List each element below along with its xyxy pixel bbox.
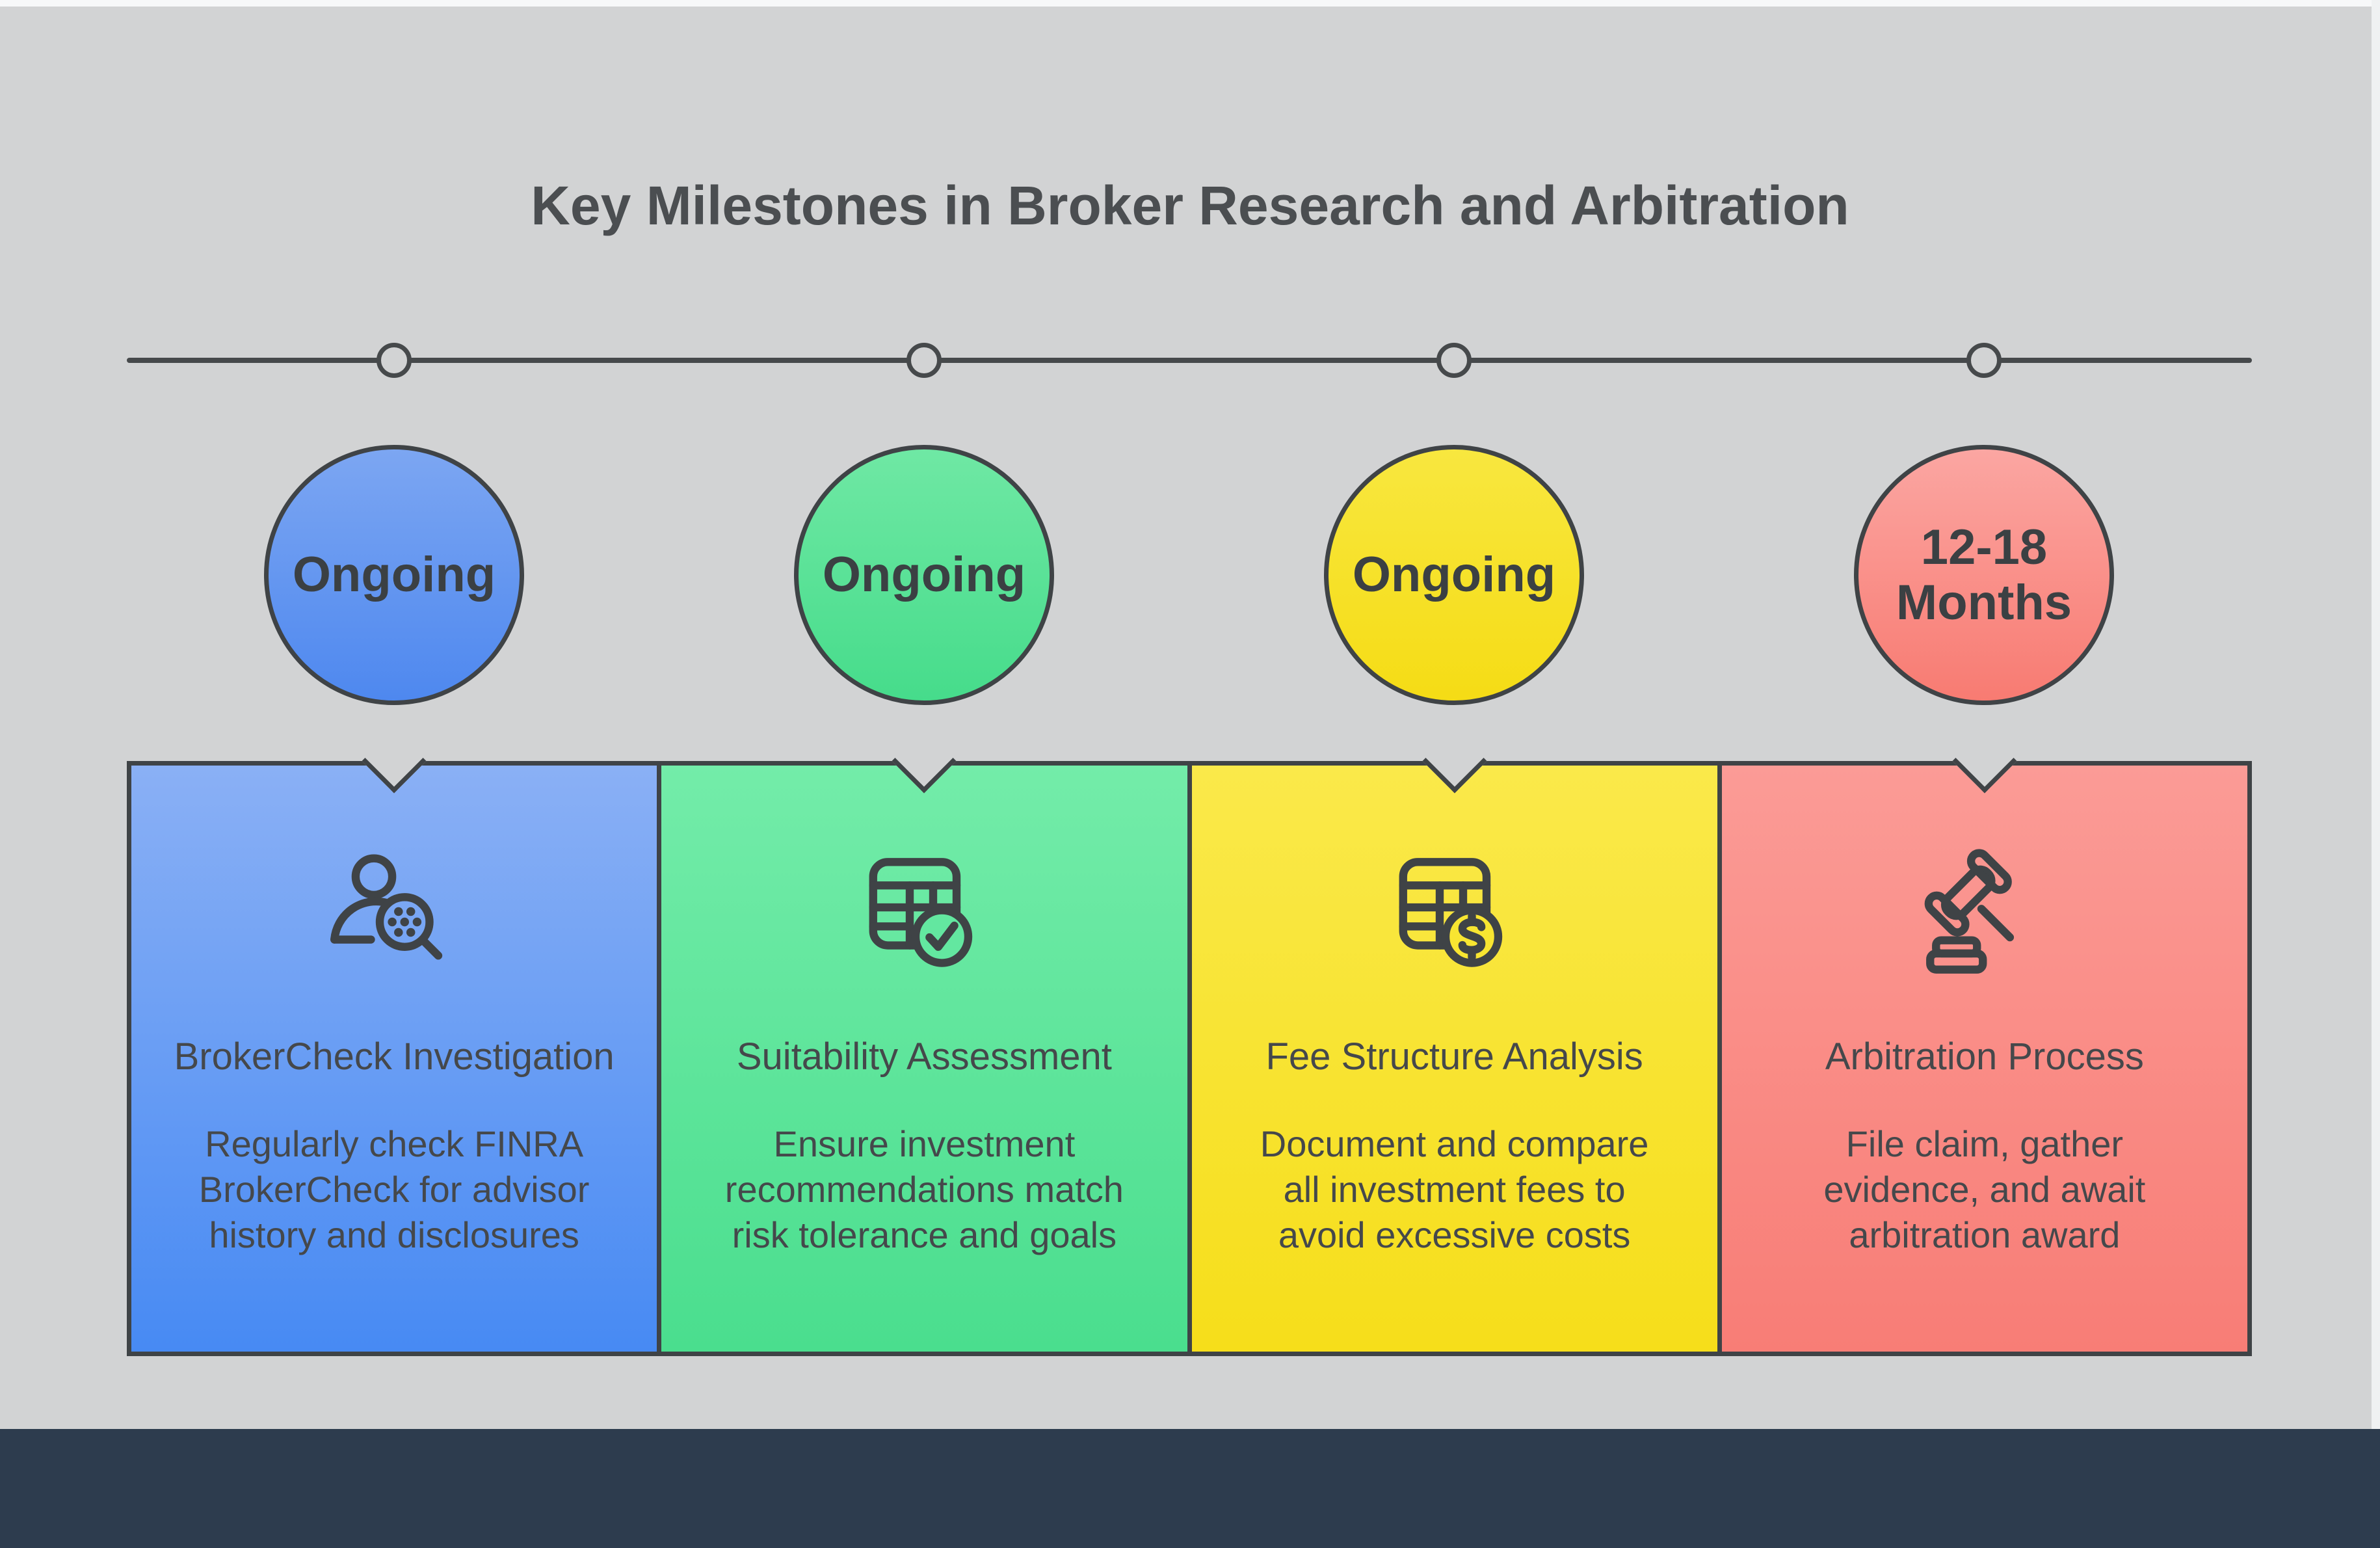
card-notch — [892, 728, 957, 794]
timeline-node-3 — [1436, 343, 1472, 378]
card-suitability-assessment: Suitability Assessment Ensure investment… — [661, 728, 1187, 1352]
timeline-node-1 — [377, 343, 412, 378]
footer-bar — [0, 1429, 2380, 1548]
duration-badge-suitability: Ongoing — [794, 445, 1054, 705]
duration-badge-arbitration: 12-18 Months — [1854, 445, 2114, 705]
card-description: Regularly check FINRA BrokerCheck for ad… — [198, 1123, 590, 1255]
card-title: Fee Structure Analysis — [1265, 1035, 1643, 1078]
duration-badge-fees: Ongoing — [1324, 445, 1584, 705]
right-edge-strip — [2372, 0, 2380, 1429]
card-notch — [1952, 728, 2017, 794]
card-brokercheck-investigation: BrokerCheck Investigation Regularly chec… — [131, 728, 657, 1352]
person-search-icon — [321, 849, 468, 995]
duration-badge-brokercheck: Ongoing — [264, 445, 524, 705]
card-title: BrokerCheck Investigation — [174, 1035, 615, 1078]
timeline-node-2 — [906, 343, 942, 378]
card-description: Document and compare all investment fees… — [1260, 1123, 1649, 1255]
milestone-cards: BrokerCheck Investigation Regularly chec… — [127, 728, 2252, 1356]
card-notch — [1422, 728, 1487, 794]
card-arbitration-process: Arbitration Process File claim, gather e… — [1721, 728, 2247, 1352]
top-edge-strip — [0, 0, 2380, 7]
card-description: File claim, gather evidence, and await a… — [1823, 1123, 2146, 1255]
table-check-icon — [851, 849, 998, 995]
timeline-node-4 — [1966, 343, 2002, 378]
table-dollar-icon — [1381, 849, 1527, 995]
timeline-line — [127, 358, 2252, 363]
card-title: Arbitration Process — [1825, 1035, 2144, 1078]
card-title: Suitability Assessment — [736, 1035, 1112, 1078]
card-fee-structure-analysis: Fee Structure Analysis Document and comp… — [1191, 728, 1717, 1352]
gavel-icon — [1911, 849, 2057, 995]
card-description: Ensure investment recommendations match … — [724, 1123, 1124, 1255]
page-title: Key Milestones in Broker Research and Ar… — [531, 175, 1849, 237]
card-notch — [362, 728, 427, 794]
